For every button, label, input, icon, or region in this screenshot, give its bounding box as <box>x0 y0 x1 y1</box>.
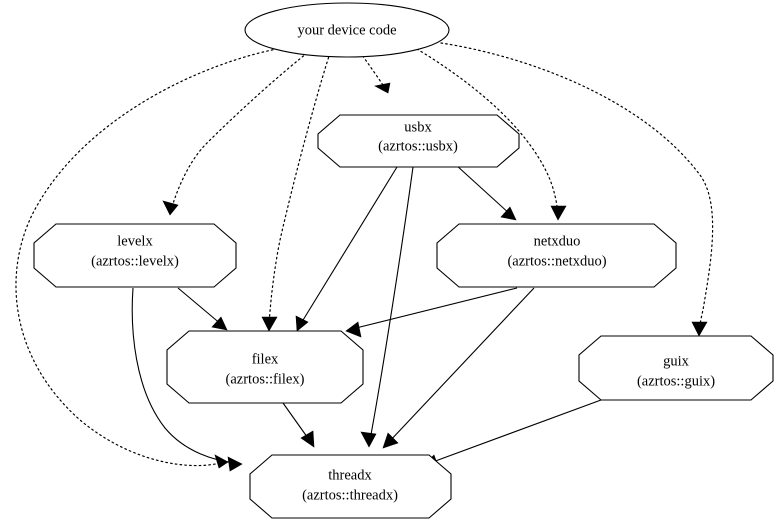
threadx-sublabel: (azrtos::threadx) <box>302 487 398 503</box>
levelx-sublabel: (azrtos::levelx) <box>91 253 179 269</box>
edge-netxduo-to-threadx <box>382 287 535 449</box>
edge-device-to-usbx <box>359 51 391 94</box>
edge-device-to-netxduo <box>416 48 567 221</box>
edge-device-to-guix <box>440 42 714 337</box>
threadx-octagon <box>249 454 452 519</box>
node-device-code[interactable]: your device code <box>244 2 450 58</box>
levelx-octagon <box>33 223 237 288</box>
device-code-ellipse <box>244 2 450 58</box>
node-netxduo[interactable]: netxduo (azrtos::netxduo) <box>436 223 677 288</box>
edge-device-to-threadx <box>15 46 288 469</box>
edge-filex-to-threadx <box>282 402 315 448</box>
node-filex[interactable]: filex (azrtos::filex) <box>166 330 364 404</box>
usbx-sublabel: (azrtos::usbx) <box>378 138 458 154</box>
netxduo-label: netxduo <box>534 233 581 249</box>
edge-guix-to-threadx <box>423 399 602 470</box>
edge-levelx-to-threadx <box>131 287 243 472</box>
filex-label: filex <box>252 351 279 367</box>
node-guix[interactable]: guix (azrtos::guix) <box>578 335 774 401</box>
edge-usbx-to-netxduo <box>455 164 517 221</box>
edge-device-to-filex <box>261 52 331 332</box>
edge-levelx-to-filex <box>177 287 228 331</box>
edge-usbx-to-threadx <box>360 166 414 448</box>
edge-usbx-to-filex <box>295 166 398 332</box>
filex-octagon <box>166 330 364 404</box>
node-usbx[interactable]: usbx (azrtos::usbx) <box>317 114 520 168</box>
threadx-label: threadx <box>328 467 372 483</box>
edge-device-to-levelx <box>162 49 312 216</box>
levelx-label: levelx <box>117 233 153 249</box>
edge-netxduo-to-filex <box>345 287 518 338</box>
netxduo-octagon <box>436 223 677 288</box>
filex-sublabel: (azrtos::filex) <box>226 371 305 387</box>
node-threadx[interactable]: threadx (azrtos::threadx) <box>249 454 452 519</box>
usbx-label: usbx <box>404 119 432 135</box>
guix-label: guix <box>663 353 690 369</box>
netxduo-sublabel: (azrtos::netxduo) <box>507 253 606 269</box>
usbx-octagon <box>317 114 520 168</box>
device-code-label: your device code <box>297 22 396 38</box>
node-levelx[interactable]: levelx (azrtos::levelx) <box>33 223 237 288</box>
guix-octagon <box>578 335 774 401</box>
guix-sublabel: (azrtos::guix) <box>637 373 715 389</box>
